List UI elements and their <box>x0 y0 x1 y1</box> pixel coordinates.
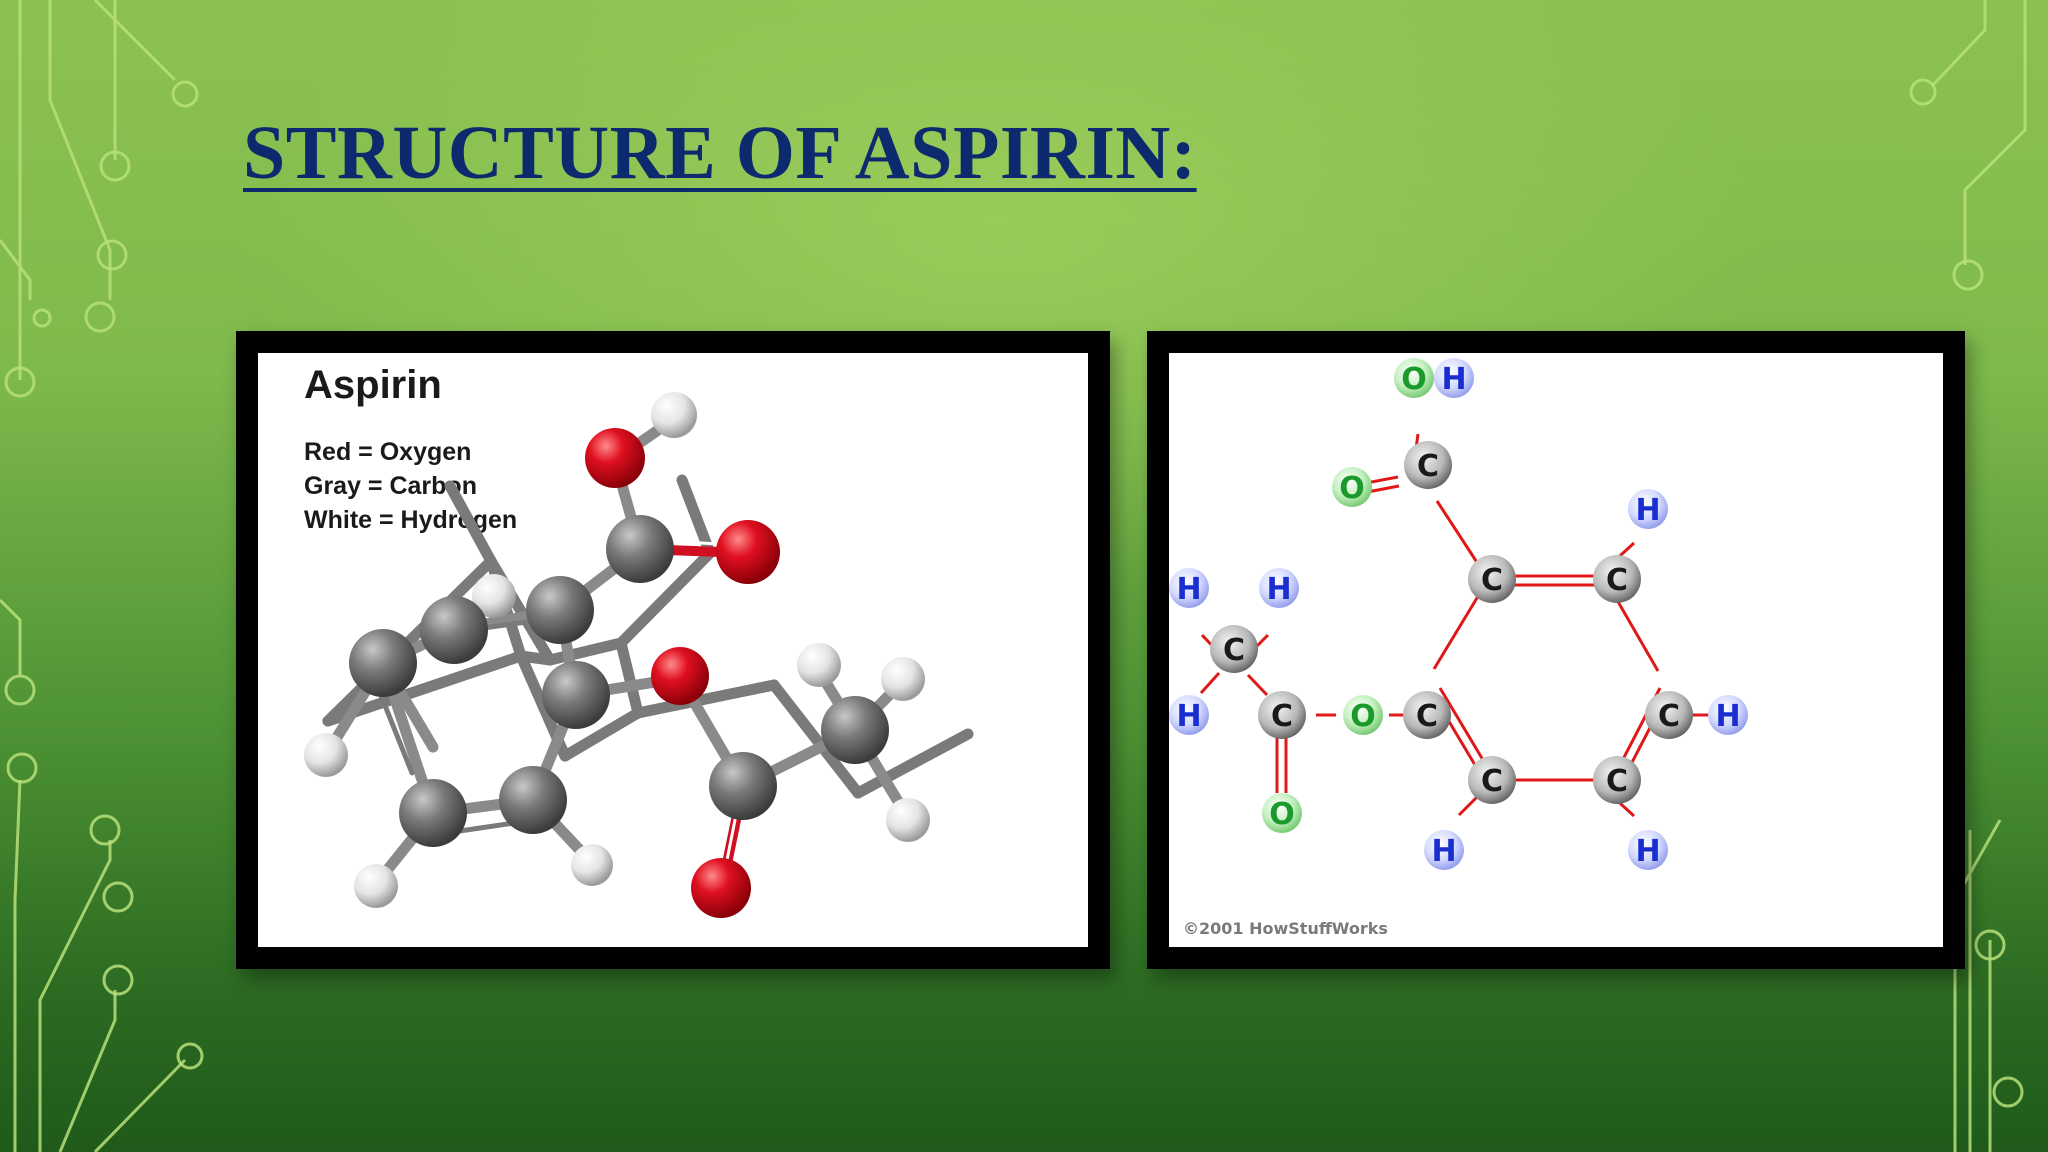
copyright-notice: ©2001 HowStuffWorks <box>1183 919 1388 938</box>
bond-ring <box>544 637 627 666</box>
svg-text:H: H <box>1635 834 1660 869</box>
bond-ring-top-right <box>1611 592 1660 672</box>
svg-text:C: C <box>1658 699 1680 734</box>
bonds <box>1199 433 1710 818</box>
atom-hydrogen <box>304 733 348 777</box>
ball-stick-model-frame: Aspirin Red = Oxygen Gray = Carbon White… <box>236 331 1110 969</box>
bond-c-h <box>444 480 497 567</box>
slide-title: STRUCTURE OF ASPIRIN: <box>243 111 1197 195</box>
atom-oxygen: O <box>1262 793 1302 833</box>
bond-ring <box>559 707 644 762</box>
atom-carbon <box>399 779 467 847</box>
atom-hydrogen: H <box>1259 568 1299 608</box>
atom-hydrogen: H <box>1708 695 1748 735</box>
atom-hydrogen: H <box>1628 489 1668 529</box>
bond-c-h <box>322 555 497 727</box>
bond-c-carboxyl <box>1435 500 1482 568</box>
atom-hydrogen: H <box>1434 358 1474 398</box>
legend-hydrogen: White = Hydrogen <box>304 506 518 534</box>
atoms: O H C O H C C H H C H C O C C H O <box>1169 358 1748 870</box>
legend-oxygen: Red = Oxygen <box>304 438 472 466</box>
atom-oxygen: O <box>1343 695 1383 735</box>
svg-text:O: O <box>1269 797 1295 832</box>
bond-c-c <box>1246 673 1269 697</box>
atom-carbon: C <box>1645 691 1693 739</box>
svg-text:H: H <box>1635 493 1660 528</box>
atom-carbon <box>542 661 610 729</box>
model-heading: Aspirin <box>304 363 442 407</box>
ball-stick-molecule <box>304 392 974 918</box>
bond-c-methyl <box>852 728 974 799</box>
bond-ring-top-left <box>1432 592 1482 670</box>
svg-text:H: H <box>1176 572 1201 607</box>
atom-hydrogen <box>651 392 697 438</box>
atom-carbon <box>606 515 674 583</box>
svg-text:O: O <box>1339 471 1365 506</box>
circuit-decoration-left <box>0 0 204 1152</box>
atom-carbon: C <box>1593 555 1641 603</box>
svg-text:H: H <box>1441 362 1466 397</box>
atom-hydrogen <box>881 657 925 701</box>
atom-carbon: C <box>1210 625 1258 673</box>
bond-ring-double-inner <box>373 680 415 776</box>
ball-stick-model-panel: Aspirin Red = Oxygen Gray = Carbon White… <box>258 353 1088 947</box>
bond-o-carbonyl-c <box>768 679 864 799</box>
svg-text:C: C <box>1417 449 1439 484</box>
svg-text:H: H <box>1431 834 1456 869</box>
atom-hydrogen <box>886 798 930 842</box>
bond-ring-bottom-left <box>1438 687 1488 766</box>
atom-oxygen: O <box>1332 467 1372 507</box>
atom-carbon <box>420 596 488 664</box>
atom-oxygen <box>691 858 751 918</box>
atom-hydrogen: H <box>1169 695 1209 735</box>
svg-text:C: C <box>1271 699 1293 734</box>
atom-carbon: C <box>1403 691 1451 739</box>
svg-text:C: C <box>1481 764 1503 799</box>
atom-carbon: C <box>1593 756 1641 804</box>
bond-c-oh <box>676 474 716 559</box>
bond-ring <box>615 637 644 719</box>
atom-oxygen <box>651 647 709 705</box>
bond-c-ester-o <box>632 679 780 719</box>
svg-text:C: C <box>1606 563 1628 598</box>
atom-carbon <box>821 696 889 764</box>
atom-hydrogen <box>571 844 613 886</box>
atom-hydrogen <box>354 864 398 908</box>
atom-carbon <box>349 629 417 697</box>
atom-hydrogen <box>797 643 841 687</box>
svg-text:H: H <box>1715 699 1740 734</box>
atom-carbon: C <box>1258 691 1306 739</box>
atom-hydrogen: H <box>1169 568 1209 608</box>
svg-text:C: C <box>1481 563 1503 598</box>
structural-formula-diagram: O H C O H C C H H C H C O C C H O <box>1169 358 1748 870</box>
atom-carbon: C <box>1468 756 1516 804</box>
structural-formula-panel: O H C O H C C H H C H C O C C H O <box>1169 353 1943 947</box>
svg-text:H: H <box>1176 699 1201 734</box>
atom-oxygen <box>716 520 780 584</box>
atom-carbon <box>499 766 567 834</box>
atom-hydrogen: H <box>1424 830 1464 870</box>
svg-text:O: O <box>1350 699 1376 734</box>
svg-text:O: O <box>1401 362 1427 397</box>
svg-text:H: H <box>1266 572 1291 607</box>
bond-c-h <box>1199 671 1221 695</box>
atom-oxygen: O <box>1394 358 1434 398</box>
bond-c-carboxyl <box>615 547 716 649</box>
atom-hydrogen <box>472 574 516 618</box>
atom-carbon: C <box>1468 555 1516 603</box>
atom-carbon <box>709 752 777 820</box>
svg-text:C: C <box>1223 633 1245 668</box>
structural-formula-frame: O H C O H C C H H C H C O C C H O <box>1147 331 1965 969</box>
atoms <box>304 392 930 918</box>
atom-carbon <box>526 576 594 644</box>
svg-text:C: C <box>1416 699 1438 734</box>
atom-carbon: C <box>1404 441 1452 489</box>
atom-oxygen <box>585 428 645 488</box>
svg-text:C: C <box>1606 764 1628 799</box>
atom-hydrogen: H <box>1628 830 1668 870</box>
